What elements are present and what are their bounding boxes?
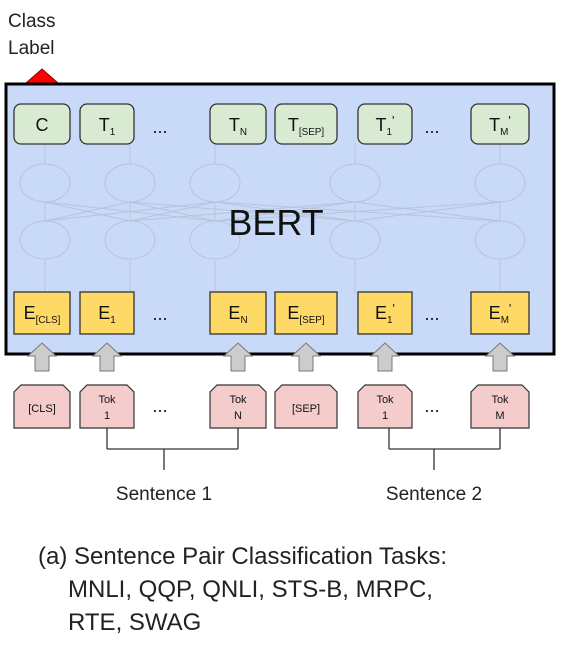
output-token-box xyxy=(79,103,135,145)
embedding-label: EN xyxy=(228,303,247,326)
output-token-label: T1 xyxy=(99,115,116,138)
embedding-label: E[SEP] xyxy=(287,303,325,326)
embedding-label: E[CLS] xyxy=(24,303,61,326)
output-token-box xyxy=(13,103,71,145)
transformer-layers xyxy=(19,143,526,294)
input-token-label: Tok xyxy=(98,394,116,406)
input-token-box xyxy=(470,384,530,429)
bert-label: BERT xyxy=(228,202,323,243)
output-token-box xyxy=(470,103,530,145)
class-label-line2: Label xyxy=(8,38,55,59)
hidden-link xyxy=(354,201,501,222)
hidden-link xyxy=(214,201,356,222)
input-token-box xyxy=(357,384,413,429)
embedding-box xyxy=(274,291,338,335)
sentence-2-bracket xyxy=(388,428,501,470)
sentence-1-bracket xyxy=(106,428,239,470)
input-arrow xyxy=(484,342,516,372)
caption-line-1: (a) Sentence Pair Classification Tasks: xyxy=(38,543,448,570)
embedding-box xyxy=(79,291,135,335)
hidden-link xyxy=(129,201,216,222)
input-ellipsis: ... xyxy=(152,396,167,416)
sentence-1-label: Sentence 1 xyxy=(116,484,212,505)
caption-line-2: MNLI, QQP, QNLI, STS-B, MRPC, xyxy=(68,576,433,603)
hidden-link xyxy=(44,201,216,222)
hidden-link xyxy=(129,201,356,222)
input-token-label: Tok xyxy=(491,394,509,406)
input-token-label: [SEP] xyxy=(292,403,320,415)
output-ellipsis: ... xyxy=(424,117,439,137)
output-token-label: TM' xyxy=(489,114,511,138)
embedding-box xyxy=(470,291,530,335)
embedding-ellipsis: ... xyxy=(424,304,439,324)
input-arrow xyxy=(369,342,401,372)
input-arrow xyxy=(222,342,254,372)
input-ellipsis: ... xyxy=(424,396,439,416)
output-token-label: C xyxy=(36,115,49,135)
output-ellipsis: ... xyxy=(152,117,167,137)
sentence-2-label: Sentence 2 xyxy=(386,484,482,505)
class-label-line1: Class xyxy=(8,11,56,32)
input-token-label: Tok xyxy=(229,394,247,406)
input-token-label: Tok xyxy=(376,394,394,406)
embedding-label: E1' xyxy=(375,302,395,326)
output-token-box xyxy=(274,103,338,145)
input-token-box xyxy=(79,384,135,429)
output-token-box xyxy=(209,103,267,145)
input-token-index: 1 xyxy=(382,410,388,422)
embedding-label: EM' xyxy=(489,302,512,326)
hidden-link xyxy=(214,201,501,222)
caption-line-3: RTE, SWAG xyxy=(68,609,202,636)
input-token-index: 1 xyxy=(104,410,110,422)
input-arrow xyxy=(26,342,58,372)
input-token-box xyxy=(209,384,267,429)
input-arrow xyxy=(91,342,123,372)
input-token-index: M xyxy=(495,410,504,422)
output-token-label: TN xyxy=(229,115,247,138)
embedding-label: E1 xyxy=(98,303,116,326)
input-token-label: [CLS] xyxy=(28,403,56,415)
input-token-box xyxy=(274,384,338,429)
input-arrow xyxy=(290,342,322,372)
figure-caption: (a) Sentence Pair Classification Tasks: … xyxy=(38,540,558,639)
embedding-ellipsis: ... xyxy=(152,304,167,324)
embedding-box xyxy=(13,291,71,335)
embedding-box xyxy=(209,291,267,335)
embedding-box xyxy=(357,291,413,335)
hidden-link xyxy=(44,201,131,222)
output-token-box xyxy=(357,103,413,145)
input-token-index: N xyxy=(234,410,242,422)
input-token-box xyxy=(13,384,71,429)
output-token-label: T[SEP] xyxy=(288,115,325,138)
output-token-label: T1' xyxy=(376,114,395,138)
